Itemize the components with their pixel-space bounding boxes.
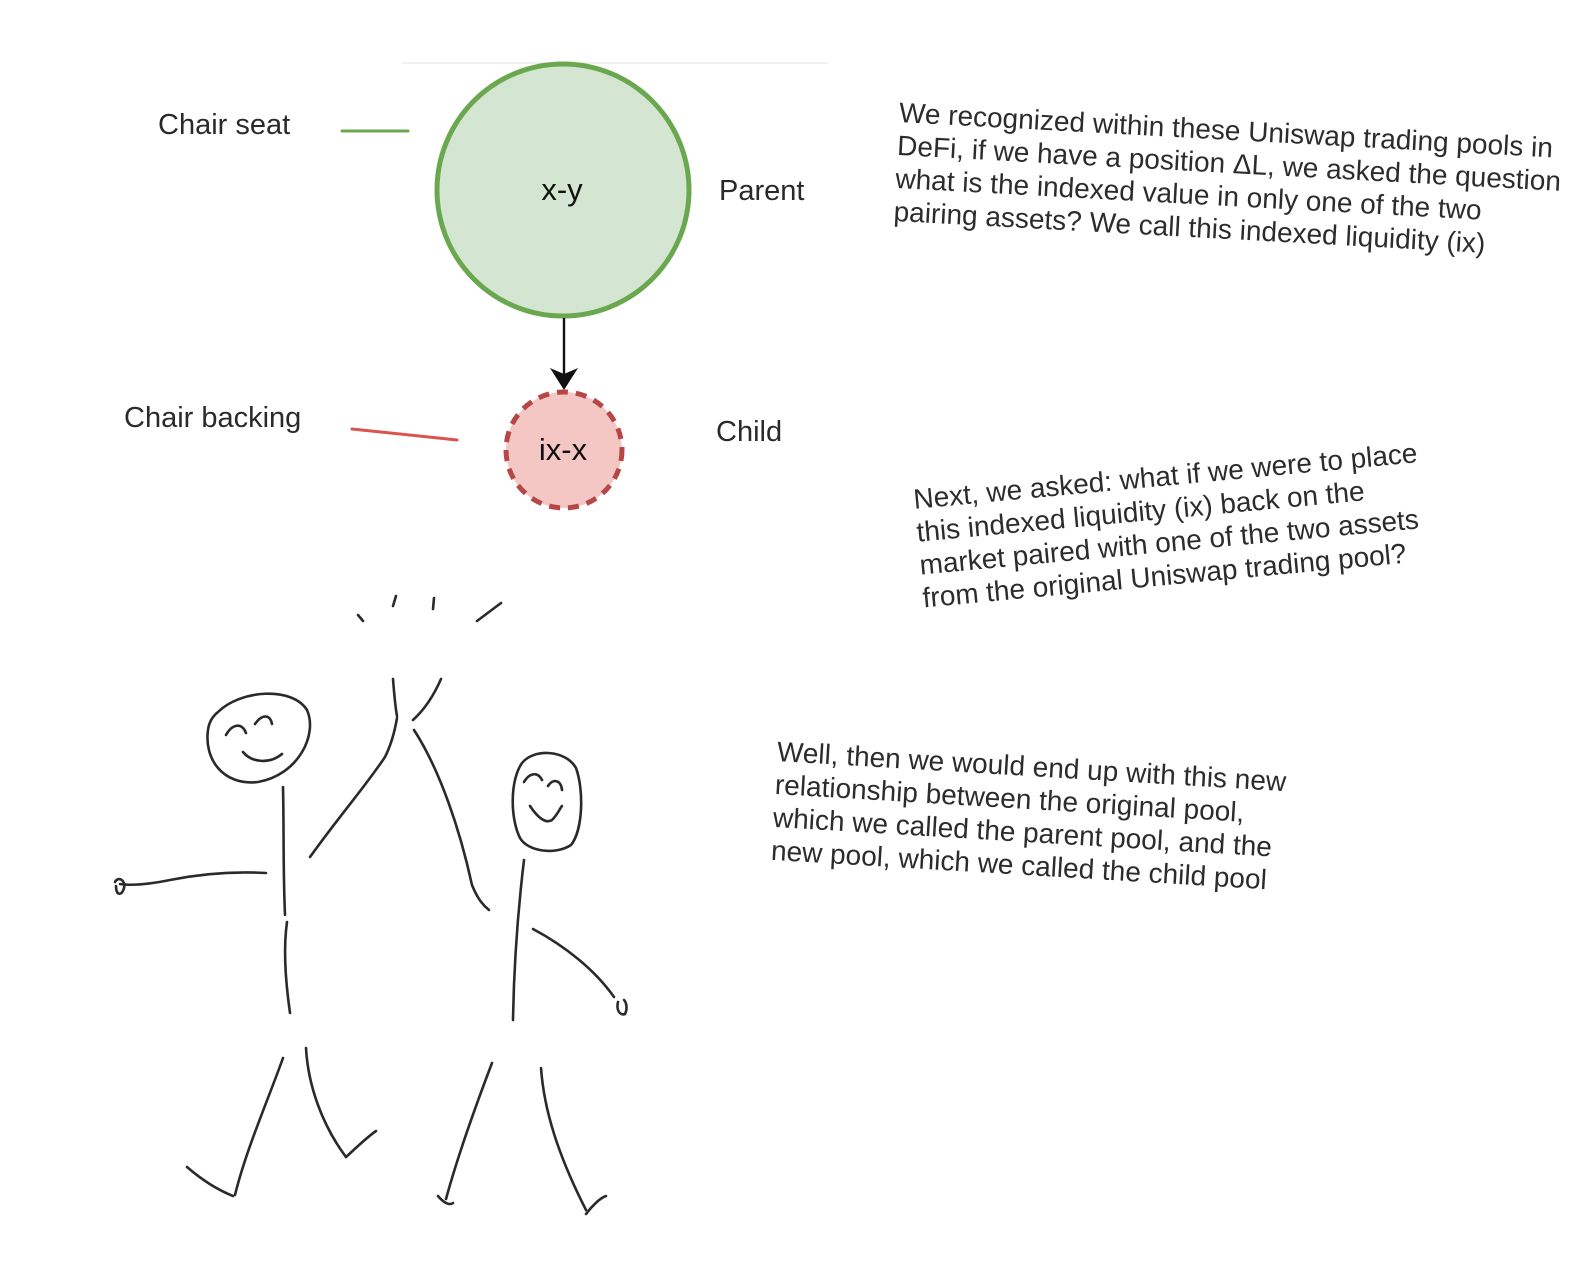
parent-role-label: Parent [719, 175, 805, 207]
stick-figures-doodle [113, 594, 628, 1216]
chair-backing-label: Chair backing [124, 402, 302, 434]
child-node-label: ix-x [538, 432, 588, 467]
chair-backing-stroke [350, 427, 459, 442]
chair-seat-label: Chair seat [158, 109, 291, 141]
arrowhead-icon [550, 368, 578, 390]
parent-node-circle [434, 61, 692, 319]
child-role-label: Child [716, 416, 783, 448]
child-node-circle [503, 389, 625, 511]
parent-node-label: x-y [541, 172, 583, 207]
